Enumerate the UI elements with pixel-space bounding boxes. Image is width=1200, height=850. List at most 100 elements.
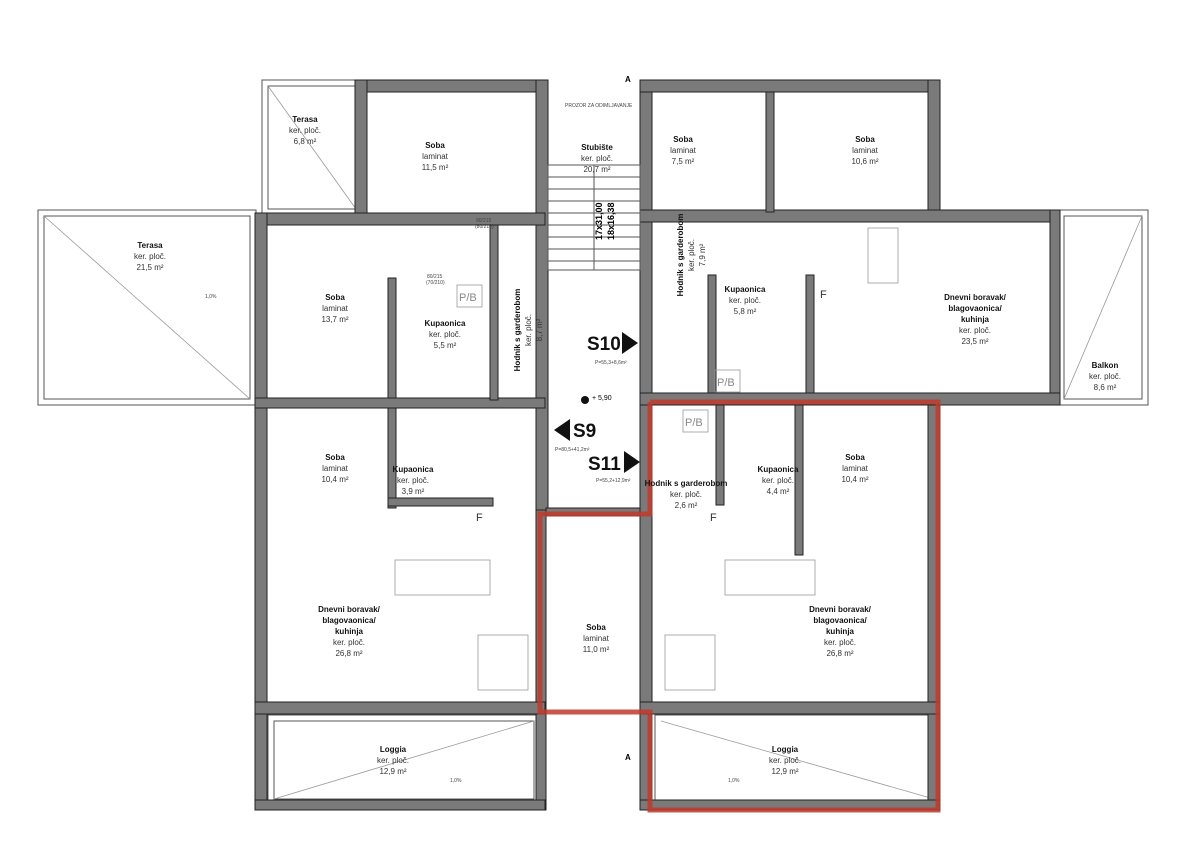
room-name: Hodnik s garderobom	[513, 289, 522, 372]
room-name: Soba	[855, 135, 875, 144]
room-floor: laminat	[670, 146, 697, 155]
room-name: Stubište	[581, 143, 613, 152]
unit-markers: S10 P=55,3+8,6m² + 5,90 S9 P=80,5+41,2m²…	[554, 332, 640, 484]
washer-label: P/B	[717, 377, 735, 389]
room-area: 11,0 m²	[583, 645, 610, 654]
room-area: 5,8 m²	[734, 307, 757, 316]
room-name: Loggia	[772, 745, 799, 754]
room-name: Terasa	[292, 115, 318, 124]
arrow-left-icon	[554, 419, 570, 441]
room-name: Dnevni boravak/	[318, 605, 381, 614]
room-name: Hodnik s garderobom	[645, 479, 728, 488]
room-area: 12,9 m²	[771, 767, 798, 776]
room-name: Soba	[586, 623, 606, 632]
room-area: 20,7 m²	[583, 165, 610, 174]
room-label: Loggia ker. ploč. 12,9 m²	[769, 745, 801, 776]
room-floor: ker. ploč.	[134, 252, 166, 261]
unit-s10-label: S10	[587, 334, 621, 355]
door-label: 80/215	[427, 274, 443, 280]
room-label: Dnevni boravak/blagovaonica/kuhinja ker. …	[944, 293, 1007, 346]
room-floor: ker. ploč.	[762, 476, 794, 485]
arrow-right-icon	[624, 451, 640, 473]
room-label: Kupaonica ker. ploč. 4,4 m²	[758, 465, 799, 496]
room-labels: Terasa ker. ploč. 6,8 m² Soba laminat 11,5 m²…	[134, 115, 1121, 776]
room-area: 10,4 m²	[841, 475, 868, 484]
unit-s11-area: P=55,2+12,9m²	[596, 478, 631, 484]
room-label: Soba laminat 10,6 m²	[851, 135, 878, 166]
room-floor: ker. ploč.	[333, 638, 365, 647]
door-label: (70/210)	[426, 280, 445, 286]
room-floor: ker. ploč.	[377, 756, 409, 765]
room-area: 26,8 m²	[826, 649, 853, 658]
room-floor: laminat	[422, 152, 449, 161]
room-name: kuhinja	[335, 627, 364, 636]
level-marker-icon	[581, 396, 589, 404]
room-floor: ker. ploč.	[397, 476, 429, 485]
room-area: 7,9 m²	[698, 243, 707, 266]
room-name: Soba	[325, 453, 345, 462]
room-name: Kupaonica	[758, 465, 799, 474]
room-floor: laminat	[322, 464, 349, 473]
room-floor: ker. ploč.	[769, 756, 801, 765]
room-name: Dnevni boravak/	[944, 293, 1007, 302]
room-area: 12,9 m²	[379, 767, 406, 776]
room-name: Terasa	[137, 241, 163, 250]
staircase: 17x31,00 18x16,38 PROZOR ZA ODIMLJAVANJE…	[547, 75, 641, 762]
room-area: 7,5 m²	[672, 157, 695, 166]
fridge-label: F	[476, 512, 483, 524]
fridge-label: F	[820, 289, 827, 301]
room-area: 26,8 m²	[335, 649, 362, 658]
level-label: + 5,90	[592, 395, 612, 402]
room-name: kuhinja	[961, 315, 990, 324]
room-name: blagovaonica/	[948, 304, 1002, 313]
room-area: 3,9 m²	[402, 487, 425, 496]
room-floor: ker. ploč.	[959, 326, 991, 335]
slope-label: 1,0%	[728, 778, 740, 784]
room-floor: laminat	[852, 146, 879, 155]
washer-label: P/B	[685, 417, 703, 429]
room-name: Balkon	[1092, 361, 1119, 370]
door-label: (80/210)	[475, 224, 494, 230]
room-name: Soba	[845, 453, 865, 462]
room-area: 4,4 m²	[767, 487, 790, 496]
section-mark-bottom: A	[625, 753, 631, 762]
room-floor: ker. ploč.	[1089, 372, 1121, 381]
unit-s11-label: S11	[588, 454, 621, 475]
room-area: 13,7 m²	[321, 315, 348, 324]
room-area: 6,8 m²	[294, 137, 317, 146]
room-floor: laminat	[583, 634, 610, 643]
walls	[254, 79, 1061, 811]
room-label: Loggia ker. ploč. 12,9 m²	[377, 745, 409, 776]
room-name: Soba	[325, 293, 345, 302]
room-area: 11,5 m²	[422, 163, 449, 172]
room-name: blagovaonica/	[813, 616, 867, 625]
room-floor: ker. ploč.	[824, 638, 856, 647]
room-area: 8,7 m²	[535, 318, 544, 341]
unit-s9-area: P=80,5+41,2m²	[555, 447, 590, 453]
room-name: Soba	[425, 141, 445, 150]
room-label: Soba laminat 11,0 m²	[583, 623, 610, 654]
highlighted-unit-outline	[537, 399, 941, 813]
room-label: Terasa ker. ploč. 21,5 m²	[134, 241, 166, 272]
room-name: Soba	[673, 135, 693, 144]
stair-a-label: 17x31,00	[594, 202, 604, 240]
room-floor: ker. ploč.	[687, 239, 696, 271]
room-area: 10,6 m²	[851, 157, 878, 166]
arrow-right-icon	[622, 332, 638, 354]
room-floor: ker. ploč.	[429, 330, 461, 339]
unit-s9-label: S9	[573, 421, 596, 442]
washer-label: P/B	[459, 292, 477, 304]
stair-b-label: 18x16,38	[606, 202, 616, 240]
room-name: Loggia	[380, 745, 407, 754]
room-area: 21,5 m²	[136, 263, 163, 272]
